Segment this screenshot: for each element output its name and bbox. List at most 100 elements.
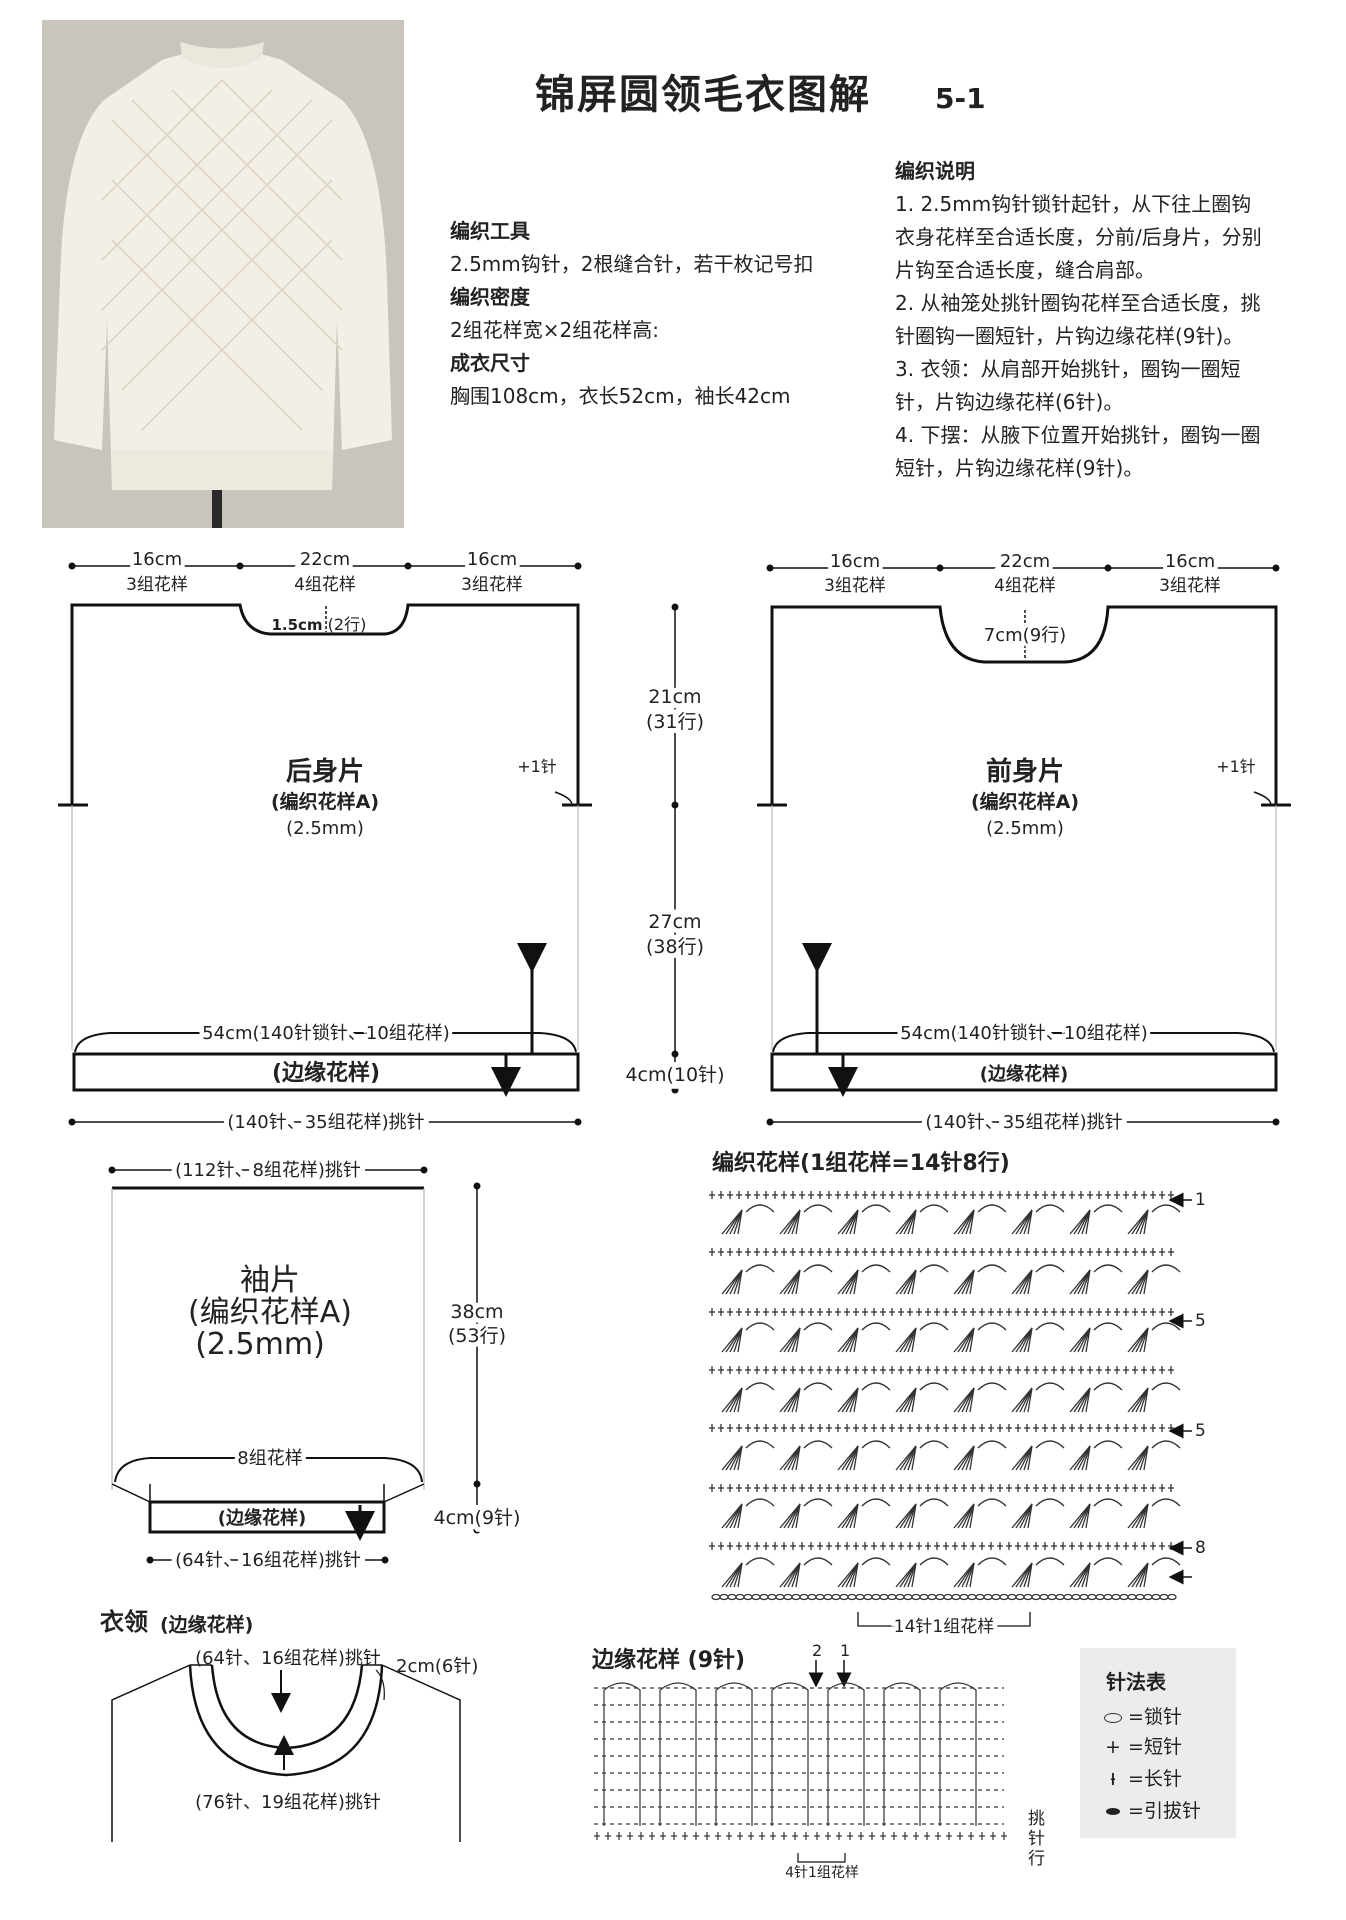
- sleeve-cuff-pickup: (64针、16组花样)挑针: [175, 1550, 361, 1571]
- sleeve-top-pickup: (112针、8组花样)挑针: [175, 1160, 361, 1181]
- instruction-line: 1. 2.5mm钩针锁针起针，从下往上圈钩: [895, 192, 1252, 216]
- tools-section: 编织工具 2.5mm钩针，2根缝合针，若干枚记号扣 编织密度 2组花样宽×2组花…: [450, 215, 814, 413]
- back-neck-depth: 1.5cm: [271, 616, 322, 634]
- page-number: 5-1: [935, 82, 986, 115]
- single-crochet-icon: +: [1105, 1736, 1121, 1758]
- legend-slip-label: =引拔针: [1128, 1800, 1201, 1822]
- sweater-photo: [42, 20, 404, 528]
- legend-double-label: =长针: [1128, 1768, 1182, 1790]
- chart-a-row-1: 1: [1195, 1190, 1206, 1210]
- edge-chart-title: 边缘花样 (9针): [591, 1647, 745, 1673]
- back-width-mid: 22cm: [300, 549, 350, 570]
- front-width-mid-sub: 4组花样: [994, 576, 1056, 596]
- instruction-line: 衣身花样至合适长度，分前/后身片，分别: [895, 225, 1262, 249]
- page-title: 锦屏圆领毛衣图解: [535, 72, 871, 118]
- front-increase-label: +1针: [1216, 757, 1256, 776]
- edge-chart-repeat: 4针1组花样: [785, 1865, 859, 1881]
- chart-a-title: 编织花样(1组花样=14针8行): [712, 1150, 1010, 1176]
- instruction-line: 2. 从袖笼处挑针圈钩花样至合适长度，挑: [895, 291, 1261, 315]
- chart-a-row-5a: 5: [1195, 1311, 1206, 1331]
- back-edge-label: (边缘花样): [272, 1060, 380, 1086]
- instruction-line: 片钩至合适长度，缝合肩部。: [895, 258, 1155, 282]
- sleeve-length: 38cm: [450, 1301, 503, 1323]
- instructions-heading: 编织说明: [895, 159, 975, 183]
- edge-chart-side-1: 挑: [1028, 1809, 1045, 1829]
- legend-single-label: =短针: [1128, 1736, 1182, 1758]
- front-neck-depth: 7cm(9行): [984, 625, 1066, 646]
- edge-chart-side-3: 行: [1028, 1849, 1045, 1869]
- collar-width: 2cm(6针): [396, 1656, 478, 1677]
- front-width-mid: 22cm: [1000, 551, 1050, 572]
- front-width-right: 16cm: [1165, 551, 1215, 572]
- front-width-right-sub: 3组花样: [1159, 576, 1221, 596]
- back-width-left-sub: 3组花样: [126, 575, 188, 595]
- back-bottom-width: 54cm(140针锁针、10组花样): [202, 1023, 450, 1044]
- sleeve-groups: 8组花样: [237, 1448, 302, 1469]
- instruction-line: 3. 衣领：从肩部开始挑针，圈钩一圈短: [895, 357, 1241, 381]
- tools-line: 2.5mm钩针，2根缝合针，若干枚记号扣: [450, 252, 814, 276]
- front-piece-name: 前身片: [986, 756, 1064, 787]
- chart-a-repeat: 14针1组花样: [894, 1617, 994, 1637]
- back-width-mid-sub: 4组花样: [294, 575, 356, 595]
- legend-title: 针法表: [1106, 1670, 1166, 1694]
- stitch-chart-a: 编织花样(1组花样=14针8行) 1 5 5 8 14针1组花样: [709, 1150, 1206, 1641]
- front-width-left-sub: 3组花样: [824, 576, 886, 596]
- height-lower-rows: (38行): [646, 936, 704, 958]
- height-upper-rows: (31行): [646, 711, 704, 733]
- collar-title: 衣领: [100, 1608, 148, 1636]
- sleeve-cuff-width: 4cm(9针): [434, 1507, 521, 1529]
- instruction-line: 针，片钩边缘花样(6针)。: [895, 390, 1124, 414]
- middle-dimension-line: [671, 603, 679, 1094]
- chain-stitch-icon: [1104, 1712, 1122, 1723]
- back-piece-name: 后身片: [286, 756, 364, 787]
- collar-title-sub: (边缘花样): [160, 1613, 253, 1636]
- legend-item-chain: =锁针: [1104, 1702, 1182, 1729]
- middle-dimension-labels: 21cm (31行) 27cm (38行) 4cm(10针): [620, 681, 729, 1091]
- legend-item-double: ᵼ =长针: [1104, 1764, 1182, 1791]
- size-heading: 成衣尺寸: [450, 351, 530, 375]
- back-piece-hook: (2.5mm): [286, 818, 364, 839]
- size-line: 胸围108cm，衣长52cm，袖长42cm: [450, 384, 791, 408]
- front-pickup: (140针、35组花样)挑针: [925, 1112, 1122, 1133]
- back-pickup: (140针、35组花样)挑针: [227, 1112, 424, 1133]
- front-labels: 16cm 3组花样 22cm 4组花样 16cm 3组花样 7cm(9行) +1…: [824, 547, 1256, 1138]
- edge-chart-row-1: 1: [840, 1641, 850, 1660]
- sleeve-name: 袖片: [240, 1263, 300, 1298]
- legend-chain-label: =锁针: [1128, 1706, 1182, 1728]
- edge-chart-side-2: 针: [1028, 1829, 1045, 1849]
- sleeve-hook: (2.5mm): [195, 1327, 325, 1362]
- back-piece-pattern: (编织花样A): [271, 790, 379, 813]
- instruction-line: 针圈钩一圈短针，片钩边缘花样(9针)。: [895, 324, 1244, 348]
- collar-labels: 衣领 (边缘花样) (64针、16组花样)挑针 2cm(6针) (76针、19组…: [100, 1608, 478, 1813]
- stitch-legend: 针法表 =锁针 + =短针 ᵼ =长针 =引拔针: [1080, 1648, 1236, 1838]
- collar-diagram: [111, 1664, 461, 1842]
- back-piece: [58, 562, 592, 1126]
- front-piece: [757, 564, 1291, 1126]
- height-lower: 27cm: [648, 911, 701, 933]
- back-neck-rows: (2行): [328, 615, 367, 634]
- slip-stitch-icon: [1106, 1808, 1120, 1815]
- sleeve-labels: (112针、8组花样)挑针 袖片 (编织花样A) (2.5mm) 8组花样 (边…: [170, 1155, 525, 1576]
- height-upper: 21cm: [648, 686, 701, 708]
- back-width-left: 16cm: [132, 549, 182, 570]
- instruction-line: 短针，片钩边缘花样(9针)。: [895, 456, 1144, 480]
- back-width-right: 16cm: [467, 549, 517, 570]
- collar-bottom-pickup: (76针、19组花样)挑针: [195, 1792, 381, 1813]
- sleeve-piece: [108, 1166, 481, 1564]
- front-bottom-width: 54cm(140针锁针、10组花样): [900, 1023, 1148, 1044]
- back-increase-label: +1针: [517, 757, 557, 776]
- height-edge: 4cm(10针): [625, 1064, 724, 1086]
- front-piece-hook: (2.5mm): [986, 818, 1064, 839]
- chart-a-row-5b: 5: [1195, 1421, 1206, 1441]
- gauge-heading: 编织密度: [450, 285, 530, 309]
- legend-item-slip: =引拔针: [1104, 1796, 1201, 1823]
- sweater-illustration: [42, 20, 404, 528]
- double-crochet-icon: ᵼ: [1110, 1766, 1116, 1791]
- sleeve-pattern: (编织花样A): [188, 1295, 352, 1330]
- edge-stitch-chart: 边缘花样 (9针) 2 1 挑 针 行 4针1组花样: [591, 1641, 1045, 1881]
- back-width-right-sub: 3组花样: [461, 575, 523, 595]
- front-width-left: 16cm: [830, 551, 880, 572]
- edge-chart-row-2: 2: [812, 1641, 822, 1660]
- sleeve-length-rows: (53行): [448, 1325, 506, 1347]
